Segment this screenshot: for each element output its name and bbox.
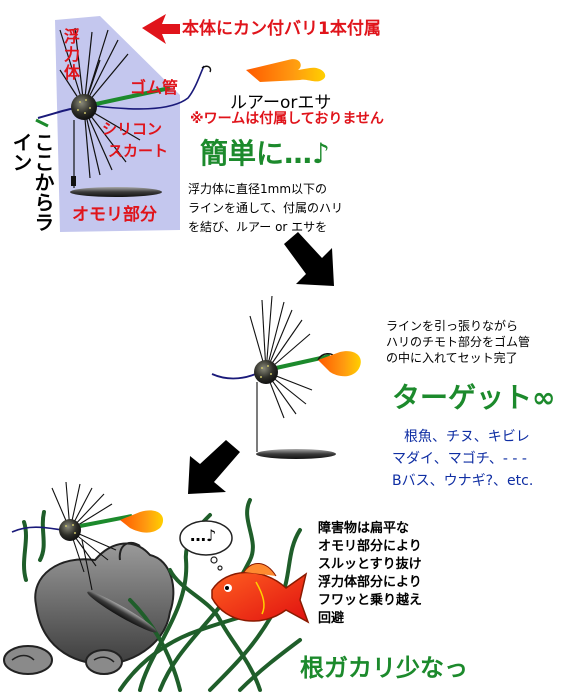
step3-instructions: 障害物は扁平な オモリ部分により スルッとすり抜け 浮力体部分により フワッと乗… xyxy=(318,520,422,628)
step1-instructions: 浮力体に直径1mm以下の ラインを通して、付属のハリ を結び、ルアー or エサ… xyxy=(188,180,343,237)
rig-2 xyxy=(249,295,313,419)
step2-line: の中に入れてセット完了 xyxy=(386,351,518,365)
step3-line: 障害物は扁平な xyxy=(318,521,410,536)
step2-line: ラインを引っ張りながら xyxy=(386,319,519,333)
rig-1-hook xyxy=(201,65,212,73)
rig-1-weight xyxy=(70,187,162,197)
line-start-label: ここからライン xyxy=(9,132,55,232)
target-line: マダイ、マゴチ、- - - xyxy=(392,451,527,467)
rig-1-line-to-hook xyxy=(95,65,205,110)
lure-or-bait-label: ルアーorエサ xyxy=(230,93,332,113)
step3-line: フワッと乗り越え xyxy=(318,593,423,608)
step1-headline: 簡単に…♪ xyxy=(200,137,330,170)
target-line: 根魚、チヌ、キビレ xyxy=(404,429,530,445)
worm-not-included-note: ※ワームは付属しておりません xyxy=(190,111,384,127)
rig-1-rubber-tube xyxy=(95,86,171,106)
rig-1-float xyxy=(71,94,97,120)
rubber-tube-label: ゴム管 xyxy=(130,78,179,97)
silicone-skirt-label-1: シリコン xyxy=(102,120,163,138)
step-arrow-1 xyxy=(284,232,334,286)
small-rock-1 xyxy=(3,645,53,675)
step3-line: オモリ部分により xyxy=(318,539,422,554)
fish xyxy=(211,563,310,624)
target-fish-list: 根魚、チヌ、キビレ マダイ、マゴチ、- - - Bバス、ウナギ?、etc. xyxy=(392,426,533,492)
step3-headline: 根ガカリ少なっ xyxy=(300,654,468,682)
float-label: 浮力体 xyxy=(64,27,81,82)
step3-line: スルッとすり抜け xyxy=(318,557,422,572)
step2-instructions: ラインを引っ張りながら ハリのチモト部分をゴム管 の中に入れてセット完了 xyxy=(386,318,530,366)
step3-line: 回避 xyxy=(318,611,345,626)
speech-text: …♪ xyxy=(190,526,217,545)
step-arrow-2 xyxy=(188,440,240,494)
step1-line: 浮力体に直径1mm以下の xyxy=(188,182,328,196)
bundled-hook-note: 本体にカン付バリ1本付属 xyxy=(182,19,381,39)
weight-part-label: オモリ部分 xyxy=(72,205,157,225)
step3-line: 浮力体部分により xyxy=(318,575,422,590)
silicone-skirt-label-2: スカート xyxy=(108,142,169,160)
target-line: Bバス、ウナギ?、etc. xyxy=(392,473,534,489)
parts-panel xyxy=(55,16,180,232)
step2-line: ハリのチモト部分をゴム管 xyxy=(386,335,531,349)
worm-lure xyxy=(246,59,326,82)
step1-line: ラインを通して、付属のハリ xyxy=(188,201,344,215)
step1-line: を結び、ルアー or エサを xyxy=(188,220,328,234)
speech-bubble xyxy=(179,520,233,556)
small-rock-2 xyxy=(85,649,123,675)
pointer-arrow xyxy=(142,14,180,44)
step2-headline: ターゲット∞ xyxy=(392,381,556,414)
